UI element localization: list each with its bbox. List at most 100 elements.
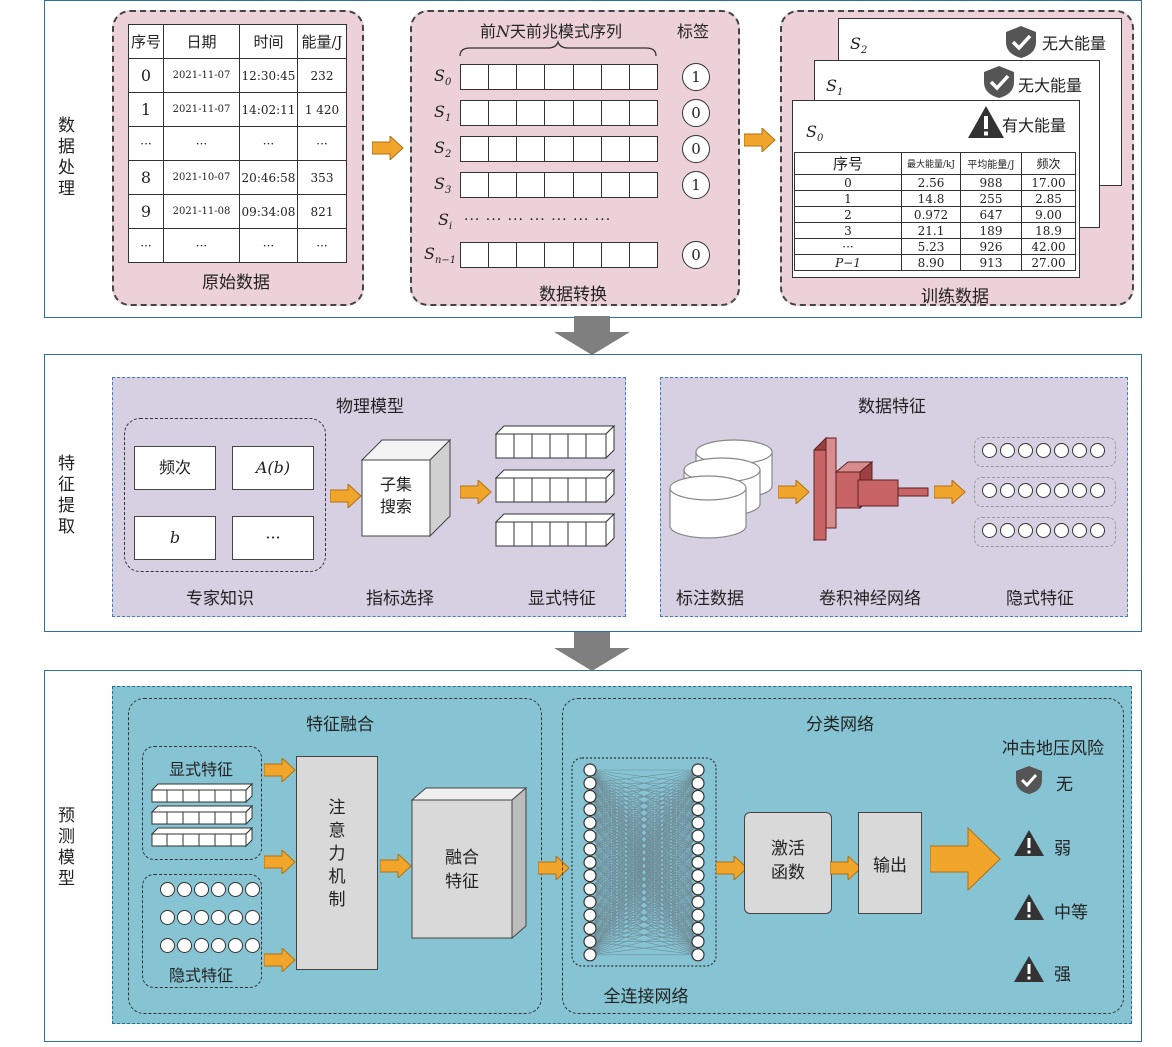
table-row: 9 2021-11-08 09:34:08 821	[128, 194, 347, 229]
physical-model-title: 物理模型	[336, 397, 404, 417]
attention-char: 注	[328, 798, 346, 818]
risk-title: 冲击地压风险	[1002, 739, 1104, 759]
sequence-row	[460, 172, 658, 198]
cell: 3	[794, 222, 902, 239]
expert-item: A(b)	[232, 446, 314, 490]
fc-edge	[589, 875, 699, 956]
arrow-right-icon	[744, 128, 776, 152]
fc-edge	[589, 769, 699, 810]
brace-icon	[459, 40, 657, 57]
cell: 21.1	[901, 222, 961, 239]
fc-edge	[589, 783, 699, 955]
seq-sub: 1	[444, 113, 452, 125]
col-header: 序号	[128, 24, 164, 59]
col-header: 最大能量/kJ	[901, 152, 961, 175]
label-circle: 0	[682, 99, 710, 127]
label-circle: 1	[682, 171, 710, 199]
neuron-node	[583, 776, 597, 790]
seq-base: S	[434, 174, 445, 193]
fused-feature-box-icon	[410, 786, 528, 940]
col-header: 时间	[239, 24, 298, 59]
seq-sub: 0	[444, 77, 452, 89]
cell: ···	[128, 126, 164, 161]
raw-data-caption: 原始数据	[202, 273, 270, 293]
neuron-node	[583, 948, 597, 962]
explicit-feature-blocks-icon	[150, 782, 254, 848]
neuron-node	[583, 816, 597, 830]
warning-icon	[1014, 956, 1044, 982]
fc-edge	[589, 809, 699, 955]
section-label-text: 特征提取	[54, 454, 74, 538]
warning-icon	[1014, 830, 1044, 856]
card-sub: 2	[860, 45, 868, 57]
output-box: 输出	[858, 812, 922, 914]
classification-network-group	[562, 698, 1124, 1014]
fc-edge	[589, 835, 699, 956]
database-icon	[669, 439, 773, 539]
data-features-title: 数据特征	[858, 397, 926, 417]
neuron-node	[583, 882, 597, 896]
col-header: 平均能量/J	[960, 152, 1022, 175]
attention-char: 机	[328, 867, 346, 887]
cell: 14:02:11	[239, 92, 298, 127]
labeled-caption: 标注数据	[676, 589, 744, 609]
table-row: 1 2021-11-07 14:02:11 1 420	[128, 92, 347, 127]
section-label-text: 数据处理	[54, 116, 74, 200]
section-label-text: 预测模型	[54, 806, 74, 890]
neuron-node	[691, 842, 705, 856]
raw-data-table: 序号 日期 时间 能量/J 0 2021-11-07 12:30:45 232 …	[128, 24, 347, 263]
label-circle: 0	[682, 135, 710, 163]
cell: 232	[297, 58, 347, 93]
neuron-row	[160, 882, 260, 897]
seq-base: S	[434, 66, 445, 85]
fused-line: 融合	[445, 848, 479, 868]
fc-edge	[589, 888, 699, 956]
fc-edge	[589, 796, 699, 955]
neuron-row	[160, 910, 260, 925]
cell: 353	[297, 160, 347, 195]
explicit-caption: 显式特征	[528, 589, 596, 609]
fc-edge	[589, 862, 699, 956]
fc-edge	[589, 848, 699, 956]
fc-edge	[589, 901, 699, 956]
arrow-right-icon	[264, 850, 296, 874]
subset-search-cube-icon	[360, 438, 452, 538]
arrow-right-icon	[380, 854, 412, 878]
arrow-right-icon	[372, 136, 404, 160]
card-status: 有大能量	[1002, 116, 1067, 135]
feature-fusion-group	[128, 698, 542, 1014]
fc-edge	[589, 914, 699, 956]
cell: 2021-11-07	[163, 92, 240, 127]
cell: 18.9	[1021, 222, 1076, 239]
neuron-node	[691, 855, 705, 870]
shield-check-icon	[1016, 766, 1042, 794]
neuron-node	[691, 921, 705, 935]
risk-level: 弱	[1054, 839, 1071, 859]
cell: 9.00	[1021, 206, 1076, 223]
cell: 988	[960, 174, 1022, 191]
neuron-node	[583, 855, 597, 870]
neuron-node	[583, 868, 597, 883]
shield-check-icon	[984, 66, 1014, 98]
risk-level: 中等	[1054, 903, 1088, 923]
data-transform-caption: 数据转换	[539, 285, 607, 305]
big-arrow-right-icon	[930, 826, 1001, 892]
arrow-right-icon	[264, 948, 296, 972]
seq-sub: n−1	[434, 255, 457, 267]
cell: 913	[960, 254, 1022, 271]
fc-caption: 全连接网络	[603, 987, 689, 1007]
seq-sub: 2	[444, 149, 452, 161]
cell: 17.00	[1021, 174, 1076, 191]
subset-line: 搜索	[379, 497, 412, 516]
neuron-node	[583, 908, 597, 922]
activation-line: 激活	[771, 839, 805, 859]
cell: ···	[794, 238, 902, 255]
activation-line: 函数	[771, 863, 805, 883]
arrow-right-icon	[264, 758, 296, 782]
fc-edge	[589, 769, 699, 824]
subset-line: 子集	[379, 475, 412, 494]
seq-sub: i	[448, 221, 453, 233]
